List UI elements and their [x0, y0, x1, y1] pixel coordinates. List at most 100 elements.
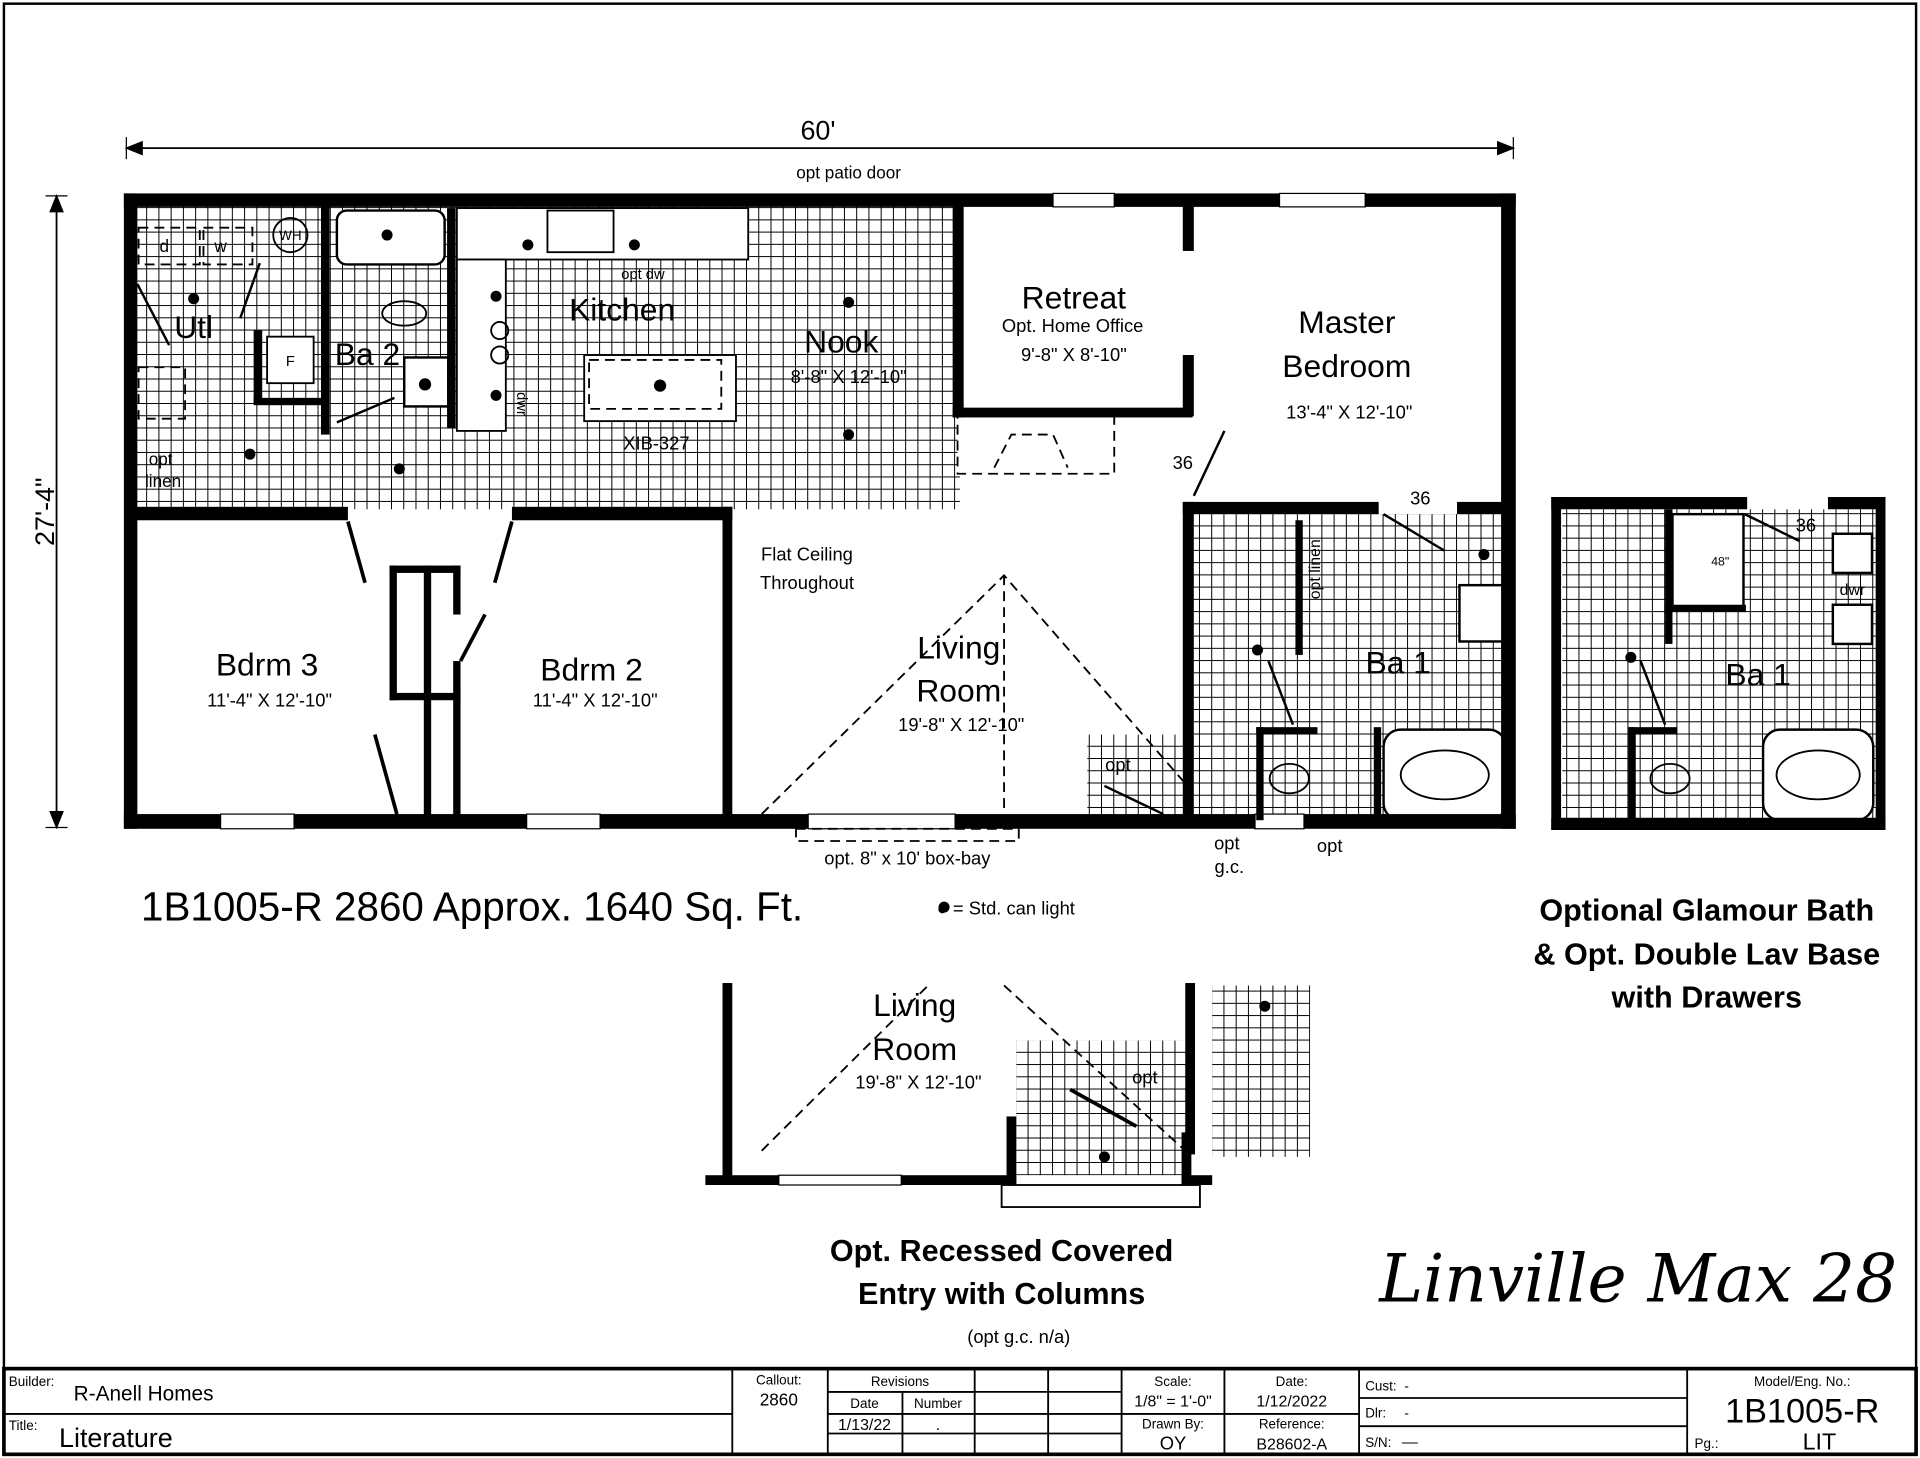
dlr-label: Dlr: [1365, 1406, 1386, 1421]
scale-value: 1/8" = 1'-0" [1134, 1394, 1212, 1411]
box-bay-note: opt. 8" x 10' box-bay [824, 847, 991, 868]
retreat-subtitle: Opt. Home Office [1002, 315, 1144, 336]
callout-value: 2860 [760, 1389, 798, 1409]
vault-lines [761, 574, 1186, 815]
bdrm3-label: Bdrm 3 [216, 647, 319, 683]
entry-caption-2: Entry with Columns [858, 1277, 1145, 1311]
dryer-label: d [160, 236, 170, 256]
drawn-by-label: Drawn By: [1142, 1417, 1204, 1432]
opt-dw-label: opt dw [621, 267, 665, 283]
entry-opt: opt [1132, 1066, 1158, 1087]
ba1-opt-linen: opt linen [1307, 539, 1324, 599]
dwr-label: dwr [513, 392, 529, 416]
reference-value: B28602-A [1256, 1436, 1327, 1453]
flat-ceiling-1: Flat Ceiling [761, 544, 853, 565]
kitchen-cabinets [455, 207, 750, 432]
flat-ceiling-2: Throughout [760, 572, 854, 593]
island-label: XIB-327 [623, 432, 689, 453]
callout-label: Callout: [756, 1373, 802, 1388]
model-eng-label: Model/Eng. No.: [1754, 1374, 1850, 1389]
rev-dot: . [936, 1417, 940, 1434]
opt-label-a: opt [1105, 754, 1131, 775]
builder-value: R-Anell Homes [74, 1382, 214, 1405]
date-value: 1/12/2022 [1256, 1394, 1327, 1411]
entry-living-2: Room [872, 1031, 957, 1067]
model-name: Linville Max 28 [1378, 1240, 1897, 1317]
shower-48-label: 48" [1711, 555, 1729, 569]
date-label: Date: [1276, 1374, 1308, 1389]
glamour-caption-3: with Drawers [1611, 981, 1802, 1015]
entry-living-size: 19'-8" X 12'-10" [855, 1071, 981, 1092]
door-swings [136, 262, 1801, 816]
nook-label: Nook [804, 324, 878, 360]
glamour-dwr-label: dwr [1840, 582, 1866, 599]
depth-dimension: 27'-4" [30, 194, 68, 830]
scale-label: Scale: [1154, 1374, 1191, 1389]
model-eng-value: 1B1005-R [1725, 1392, 1879, 1430]
cust-value: - [1404, 1379, 1408, 1394]
furnace-label: F [286, 354, 295, 370]
opt-label-b: opt [1317, 835, 1343, 856]
recessed-entry: Living Room 19'-8" X 12'-10" opt Opt. Re… [830, 987, 1173, 1347]
opt-gc-2: g.c. [1215, 856, 1245, 877]
exterior-walls [123, 192, 1516, 830]
can-lights [188, 229, 1637, 1163]
living-size: 19'-8" X 12'-10" [898, 714, 1024, 735]
opt-linen-label-1: opt [149, 449, 173, 469]
rev-date-label: Date [850, 1396, 878, 1411]
revisions-label: Revisions [871, 1374, 930, 1389]
rev-date-1: 1/13/22 [838, 1417, 891, 1434]
retreat-size: 9'-8" X 8'-10" [1021, 344, 1127, 365]
reference-label: Reference: [1259, 1417, 1325, 1432]
drawn-by-value: OY [1160, 1432, 1187, 1453]
sn-value: — [1402, 1434, 1418, 1451]
utility-fixtures [137, 209, 450, 420]
washer-label: w [213, 236, 227, 256]
master-size: 13'-4" X 12'-10" [1286, 402, 1412, 423]
recessed-entry-walls [705, 983, 1213, 1208]
opt-gc-1: opt [1214, 833, 1240, 854]
glamour-caption-2: & Opt. Double Lav Base [1533, 938, 1880, 972]
interior-walls [132, 201, 1506, 823]
pg-label: Pg.: [1695, 1436, 1719, 1451]
living-label-2: Room [916, 672, 1001, 708]
door-36-a: 36 [1173, 452, 1193, 473]
entry-living-1: Living [873, 987, 956, 1023]
entry-caption-3: (opt g.c. n/a) [967, 1326, 1070, 1347]
utl-label: Utl [174, 309, 213, 345]
room-labels: Utl d w WH F opt linen Ba 2 Kitchen opt … [145, 228, 1431, 877]
master-label-2: Bedroom [1282, 348, 1411, 384]
water-heater-label: WH [279, 228, 301, 243]
cust-label: Cust: [1365, 1379, 1396, 1394]
rev-number-label: Number [914, 1396, 962, 1411]
nook-size: 8'-8" X 12'-10" [791, 366, 907, 387]
bdrm3-size: 11'-4" X 12'-10" [207, 689, 332, 710]
dlr-value: - [1404, 1406, 1408, 1421]
master-label-1: Master [1298, 304, 1396, 340]
depth-label: 27'-4" [30, 477, 60, 546]
can-light-legend: ● = Std. can light [937, 897, 1075, 918]
patio-door-note: opt patio door [796, 163, 901, 183]
sn-label: S/N: [1365, 1435, 1391, 1450]
width-label: 60' [800, 116, 835, 146]
glamour-bath: Ba 1 dwr 36 48" Optional Glamour Bath & … [1533, 514, 1880, 1014]
door-36-b: 36 [1410, 487, 1430, 508]
opt-linen-label-2: linen [145, 471, 181, 491]
entry-caption-1: Opt. Recessed Covered [830, 1234, 1173, 1268]
glamour-door-36: 36 [1796, 514, 1816, 535]
glamour-caption-1: Optional Glamour Bath [1539, 894, 1874, 928]
width-dimension: 60' opt patio door [124, 116, 1516, 183]
glamour-ba1-label: Ba 1 [1725, 657, 1790, 693]
title-value: Literature [59, 1423, 173, 1453]
ba1-label: Ba 1 [1366, 644, 1431, 680]
title-label: Title: [9, 1418, 38, 1433]
bdrm2-size: 11'-4" X 12'-10" [533, 689, 658, 710]
title-block: Builder: R-Anell Homes Title: Literature… [2, 1366, 1918, 1457]
model-sqft-line: 1B1005-R 2860 Approx. 1640 Sq. Ft. [141, 884, 803, 930]
living-label-1: Living [917, 630, 1000, 666]
retreat-label: Retreat [1022, 279, 1126, 315]
bdrm2-label: Bdrm 2 [540, 652, 643, 688]
glamour-bath-walls [1551, 497, 1886, 830]
pg-value: LIT [1803, 1428, 1837, 1454]
